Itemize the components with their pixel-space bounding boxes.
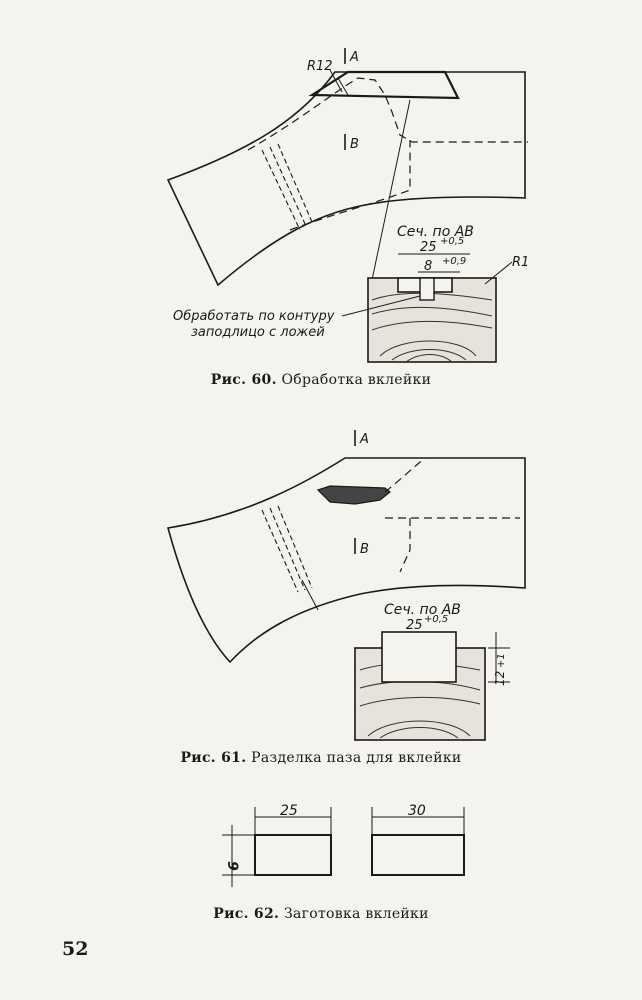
inlay-inner — [337, 77, 349, 96]
dim-width-tol: +0,5 — [424, 614, 448, 625]
blank-left — [254, 834, 332, 876]
figure-61-drawing: A B Сеч. по АВ 25 +0,5 12 +1 — [166, 430, 526, 741]
stock-outline — [166, 457, 526, 664]
figure-61-caption: Рис. 61. Разделка паза для вклейки — [0, 750, 642, 766]
figure-61-title: Разделка паза для вклейки — [251, 750, 462, 766]
figure-60-drawing: R12 A B Сеч. по АВ 25 +0,5 8 +0,9 R1 Обр… — [166, 48, 529, 363]
dim-inner-label: 8 — [424, 259, 432, 274]
dim-right-width: 30 — [408, 803, 426, 819]
joint-band — [261, 143, 313, 231]
section-line — [301, 579, 319, 611]
radius-r1-label: R1 — [512, 255, 529, 270]
dim-left-width: 25 — [280, 803, 298, 819]
dim-width-label: 25 — [406, 618, 423, 633]
hidden-line-upper — [247, 77, 528, 151]
section-line — [371, 99, 411, 281]
note-line-2: заподлицо с ложей — [191, 325, 325, 340]
dim-depth-tol: +1 — [496, 653, 507, 668]
section-a-label: A — [359, 432, 369, 447]
page-number: 52 — [62, 938, 89, 960]
joint-band — [261, 505, 313, 593]
hidden-line-lower — [289, 140, 411, 231]
inlay-piece — [308, 70, 460, 100]
section-b-label: B — [360, 542, 369, 557]
figure-62-number: Рис. 62. — [213, 906, 280, 922]
figure-61-number: Рис. 61. — [180, 750, 247, 766]
section-b-label: B — [350, 137, 359, 152]
figure-62-caption: Рис. 62. Заготовка вклейки — [0, 906, 642, 922]
radius-r12-label: R12 — [307, 59, 333, 74]
dim-width-label: 25 — [420, 240, 437, 255]
dim-depth-label: 12 — [493, 671, 507, 686]
section-title: Сеч. по АВ — [384, 602, 461, 618]
stock-outline — [166, 71, 526, 287]
leader-r12 — [329, 69, 343, 93]
section-title: Сеч. по АВ — [397, 224, 474, 240]
blank-right — [371, 834, 465, 876]
note-line-1: Обработать по контуру — [173, 309, 335, 324]
section-a-label: A — [349, 50, 359, 65]
figure-62-title: Заготовка вклейки — [283, 906, 429, 922]
dim-height: 9 — [224, 861, 240, 871]
groove-cut — [316, 485, 391, 505]
dim-inner-tol: +0,9 — [442, 256, 466, 267]
hidden-line — [384, 457, 520, 573]
figure-60-caption: Рис. 60. Обработка вклейки — [0, 372, 642, 388]
figure-62-drawing: 25 30 9 — [222, 803, 465, 887]
groove-in-section — [381, 631, 457, 683]
dim-width-tol: +0,5 — [440, 236, 464, 247]
figure-60-number: Рис. 60. — [210, 372, 277, 388]
figure-60-title: Обработка вклейки — [281, 372, 432, 388]
